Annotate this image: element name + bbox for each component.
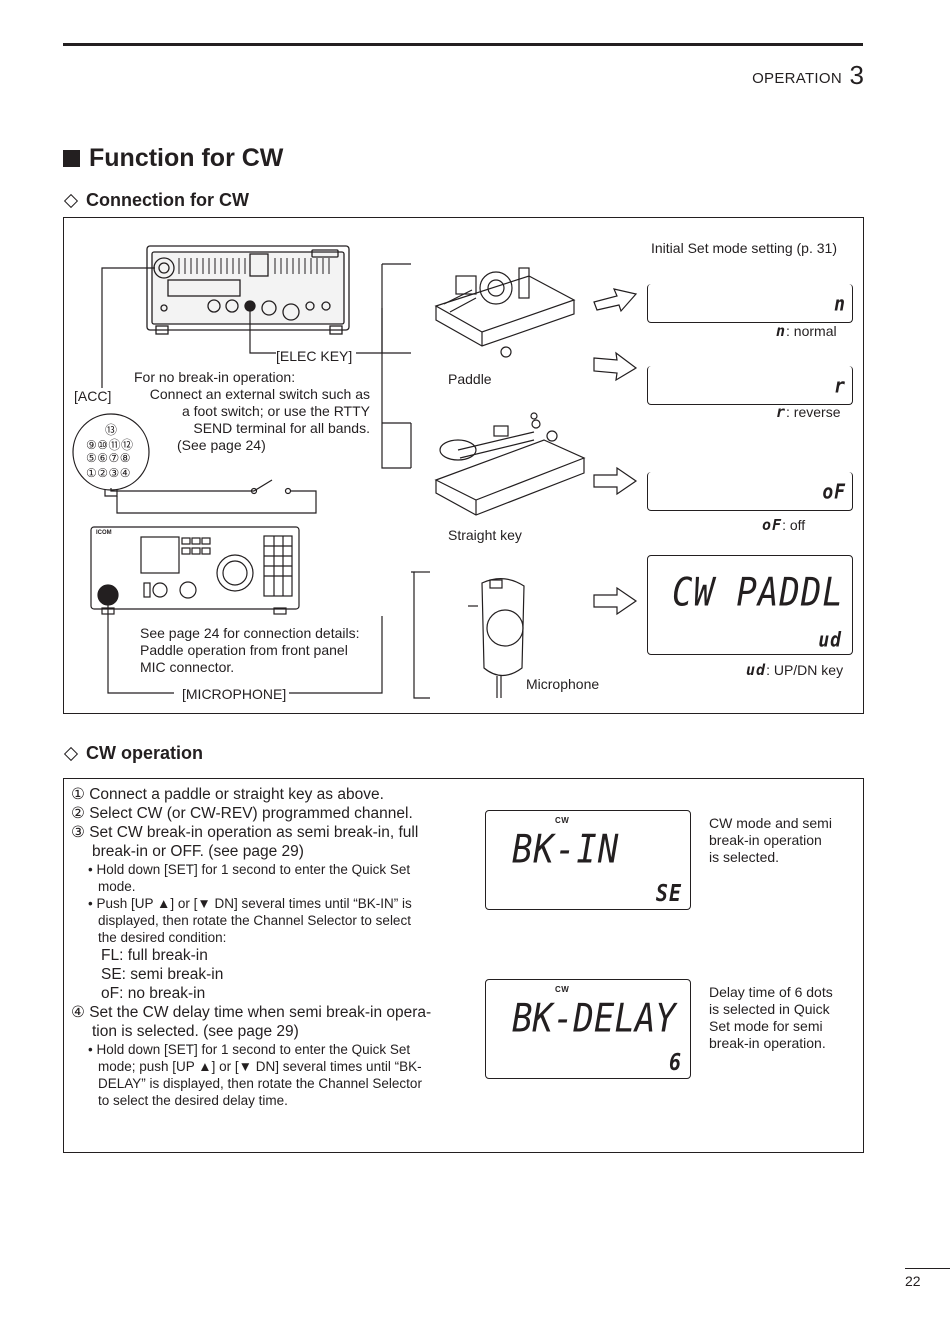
- lcd-normal: n: [647, 284, 853, 323]
- straight-key-label: Straight key: [448, 527, 522, 543]
- page-number-rule: [905, 1268, 950, 1269]
- page-title: Function for CW: [63, 144, 283, 173]
- connection-heading: Connection for CW: [63, 190, 249, 211]
- step-4: ④ Set the CW delay time when semi break-…: [71, 1004, 432, 1021]
- lcd-bk-in-caption: CW mode and semi break-in operation is s…: [709, 815, 832, 865]
- lcd-off-segment: oF: [822, 480, 846, 505]
- diagram-drawing: [72, 245, 638, 699]
- front-panel-drawing: [90, 526, 300, 615]
- legend-reverse: r: reverse: [776, 403, 841, 421]
- option-of: oF: no break-in: [101, 985, 206, 1002]
- lcd-bk-delay-caption: Delay time of 6 dots is selected in Quic…: [709, 984, 833, 1051]
- legend-updn: ud: UP/DN key: [746, 661, 844, 679]
- option-se: SE: semi break-in: [101, 966, 224, 983]
- initial-setting-label: Initial Set mode setting (p. 31): [651, 240, 837, 256]
- connection-diagram: Initial Set mode setting (p. 31) [ELEC K…: [63, 217, 864, 714]
- lcd-reverse-segment: r: [834, 374, 846, 399]
- lcd-bk-in-value: SE: [655, 879, 682, 907]
- option-fl: FL: full break-in: [101, 947, 208, 964]
- acc-pin-13: ⑬: [104, 423, 117, 437]
- lcd-paddle-segment: ud: [818, 628, 842, 653]
- acc-pins-row2: ⑤⑥⑦⑧: [86, 451, 132, 465]
- top-rule: [63, 43, 863, 46]
- step-3: ③ Set CW break-in operation as semi brea…: [71, 824, 419, 841]
- acc-pins-row3: ①②③④: [86, 466, 132, 480]
- diamond-bullet-icon: [63, 746, 79, 761]
- lcd-bk-in: CW BK-IN SE: [485, 810, 691, 910]
- step-1: ① Connect a paddle or straight key as ab…: [71, 786, 384, 803]
- elec-key-label: [ELEC KEY]: [276, 348, 353, 364]
- cw-operation-heading: CW operation: [63, 743, 203, 764]
- microphone-label: Microphone: [526, 676, 600, 692]
- page-title-text: Function for CW: [89, 144, 284, 172]
- acc-label: [ACC]: [74, 388, 112, 404]
- lcd-normal-segment: n: [834, 292, 846, 317]
- legend-normal: n: normal: [776, 322, 837, 340]
- mic-note: See page 24 for connection details: Padd…: [140, 625, 360, 675]
- paddle-drawing: [434, 267, 576, 358]
- page-number: 22: [905, 1273, 921, 1289]
- lcd-bk-delay-mode: CW: [555, 985, 570, 994]
- cw-operation-heading-text: CW operation: [86, 743, 203, 763]
- paddle-label: Paddle: [448, 371, 492, 387]
- connection-lines: [101, 263, 430, 699]
- section-label: OPERATION: [752, 70, 842, 87]
- arrows: [593, 288, 638, 616]
- lcd-bk-delay-main: BK-DELAY: [512, 996, 676, 1042]
- brand-logo: ICOM: [96, 530, 112, 536]
- microphone-jack-label: [MICROPHONE]: [182, 686, 287, 702]
- microphone-drawing: [468, 578, 525, 698]
- step-2: ② Select CW (or CW-REV) programmed chann…: [71, 805, 413, 822]
- lcd-bk-in-main: BK-IN: [512, 827, 620, 873]
- cw-steps: ① Connect a paddle or straight key as ab…: [71, 785, 451, 1109]
- cw-operation-box: ① Connect a paddle or straight key as ab…: [63, 778, 864, 1153]
- connection-heading-text: Connection for CW: [86, 190, 249, 210]
- straight-key-drawing: [434, 412, 586, 516]
- lcd-reverse: r: [647, 366, 853, 405]
- lcd-paddle-main: CW PADDL: [672, 570, 844, 616]
- diamond-bullet-icon: [63, 193, 79, 208]
- acc-pins-row1: ⑨⑩⑪⑫: [86, 438, 134, 452]
- lcd-bk-delay-value: 6: [668, 1048, 682, 1076]
- break-in-note: For no break-in operation: Connect an ex…: [134, 369, 370, 453]
- section-number: 3: [849, 60, 864, 90]
- square-bullet-icon: [63, 150, 80, 167]
- lcd-paddle: CW PADDL ud: [647, 555, 853, 655]
- lcd-bk-delay: CW BK-DELAY 6: [485, 979, 691, 1079]
- lcd-bk-in-mode: CW: [555, 816, 570, 825]
- rear-panel-drawing: [146, 245, 350, 335]
- lcd-off: oF: [647, 472, 853, 511]
- legend-off: oF: off: [762, 516, 806, 534]
